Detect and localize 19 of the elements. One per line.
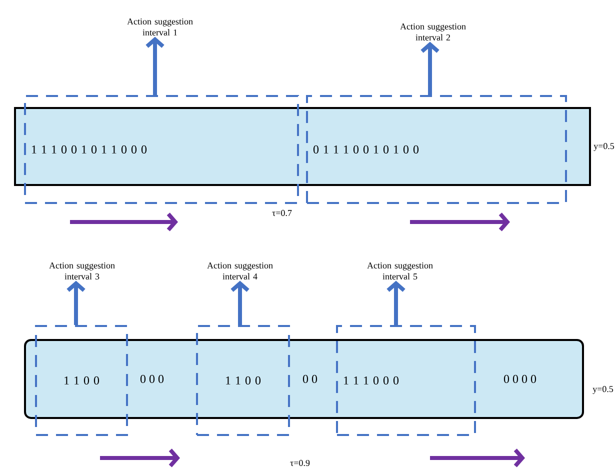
parameter-label: τ=0.9 <box>290 460 310 466</box>
interval-label: Action suggestion interval 3 <box>49 262 115 280</box>
interval-label: Action suggestion interval 5 <box>367 262 433 280</box>
interval-window: 1 1 1 0 0 1 0 1 1 0 0 0 <box>24 95 299 204</box>
parameter-label: y=0.5 <box>592 386 614 394</box>
parameter-label: τ=0.7 <box>272 210 292 216</box>
arrow <box>66 280 86 325</box>
interval-window: 1 1 0 0 <box>196 324 290 436</box>
arrow <box>230 280 250 325</box>
arrow <box>146 36 164 95</box>
arrow <box>386 280 406 325</box>
sequence-strip <box>14 106 591 186</box>
interval-label: Action suggestion interval 4 <box>207 262 273 280</box>
interval-label: Action suggestion interval 1 <box>127 18 193 36</box>
interval-label: Action suggestion interval 2 <box>400 23 466 41</box>
interval-window: 1 1 1 0 0 0 <box>336 324 476 436</box>
interval-window: 1 1 0 0 <box>35 324 128 436</box>
arrow <box>420 42 440 95</box>
interval-window: 0 1 1 1 0 0 1 0 1 0 0 <box>306 95 567 204</box>
